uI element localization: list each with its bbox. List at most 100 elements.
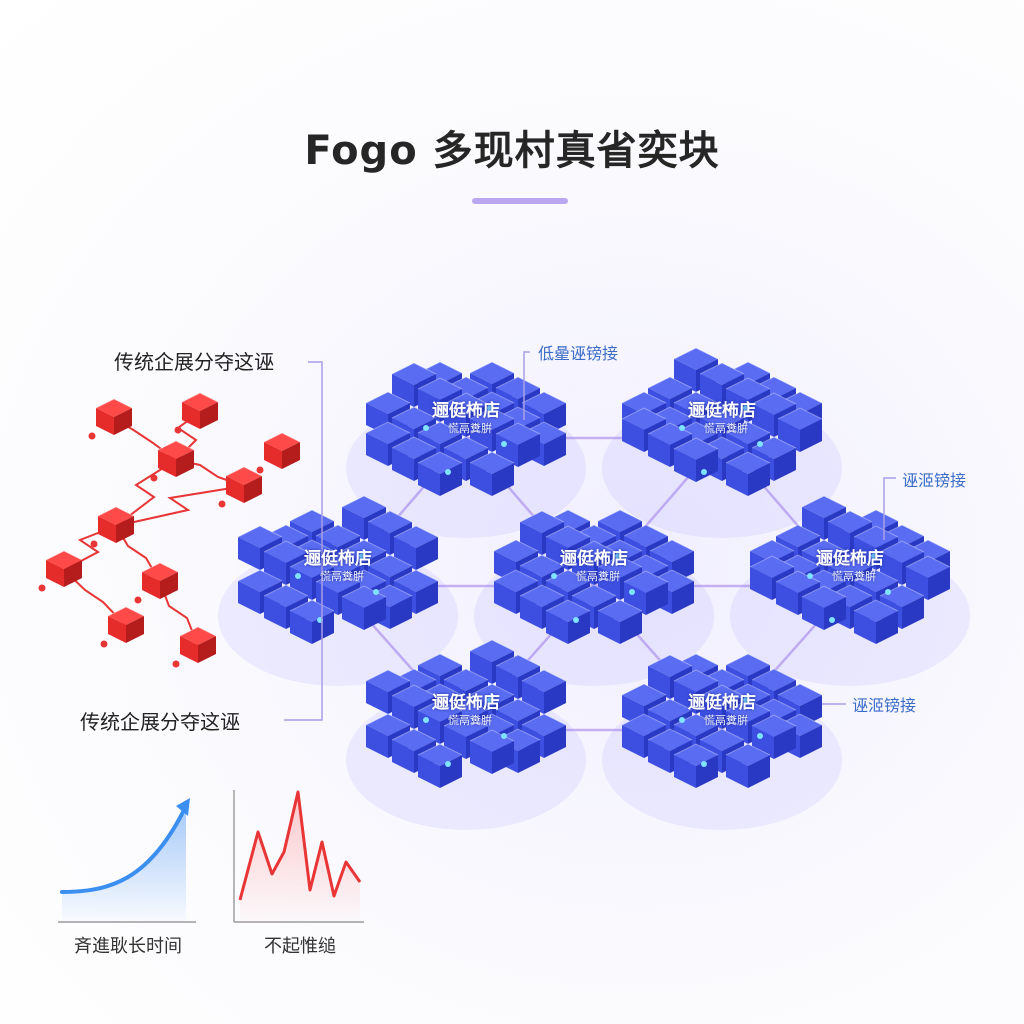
callout-top: 低曐诬镑接 (538, 344, 619, 363)
blue-block (417, 451, 463, 496)
cluster-node-label: 逦侹柨店 (432, 401, 500, 421)
cluster-node-label: 逦侹柨店 (688, 401, 756, 421)
link-dot (445, 761, 451, 767)
cluster-node (602, 653, 842, 830)
link-dot (701, 469, 707, 475)
link-dot (373, 589, 379, 595)
link-dot (615, 553, 621, 559)
link-dot (295, 573, 301, 579)
cluster-node (346, 639, 586, 830)
cluster-node (346, 361, 586, 538)
red-dot (150, 474, 158, 482)
link-dot (423, 717, 429, 723)
arrow-up-icon (176, 798, 190, 816)
cluster-node-sublabel: 慌鬲糞腁 (832, 570, 876, 583)
title-underline (472, 198, 568, 204)
link-dot (629, 589, 635, 595)
left-label-bottom: 传统企展分夺这诬 (80, 710, 240, 734)
cluster-node-sublabel: 慌鬲糞腁 (448, 714, 492, 727)
cluster-node-label: 逦侹柨店 (432, 693, 500, 713)
red-block (45, 550, 83, 587)
callout-leader (523, 351, 530, 420)
blue-block (853, 599, 899, 644)
chart-caption-left: 斉進耿长时间 (74, 936, 182, 957)
link-dot (487, 697, 493, 703)
chart-caption-right: 不起惟缒 (264, 936, 336, 957)
cluster-node-sublabel: 慌鬲糞腁 (704, 422, 748, 435)
cluster-node (730, 495, 970, 686)
red-block (141, 562, 179, 599)
link-dot (679, 425, 685, 431)
blue-block (417, 743, 463, 788)
red-block (179, 626, 217, 663)
blue-block (469, 451, 515, 496)
link-dot (871, 553, 877, 559)
red-dot (218, 500, 226, 508)
link-dot (445, 469, 451, 475)
link-dot (423, 425, 429, 431)
blue-block (621, 407, 667, 452)
red-dot (174, 426, 182, 434)
chart-left-curve (60, 804, 188, 894)
callout-leader (883, 477, 896, 540)
link-dot (679, 717, 685, 723)
link-dot (701, 761, 707, 767)
link-dot (487, 405, 493, 411)
traditional-chain-blocks (45, 392, 301, 663)
link-dot (807, 573, 813, 579)
blue-block (699, 362, 745, 407)
link-dot (885, 589, 891, 595)
chart-right-line (238, 790, 362, 901)
comparison-charts (58, 790, 364, 923)
cluster-node-sublabel: 慌鬲糞腁 (576, 570, 620, 583)
red-block (157, 440, 195, 477)
red-dot (38, 584, 46, 592)
red-dot (134, 596, 142, 604)
blue-block (521, 669, 567, 714)
chart-left-area (62, 806, 186, 922)
cluster-node-sublabel: 慌鬲糞腁 (448, 422, 492, 435)
cluster-node-sublabel: 慌鬲糞腁 (704, 714, 748, 727)
link-dot (757, 733, 763, 739)
blue-block (493, 569, 539, 614)
blue-block (673, 437, 719, 482)
link-dot (501, 733, 507, 739)
red-block (95, 398, 133, 435)
bracket-line (284, 361, 323, 721)
blue-block (751, 714, 797, 759)
link-dot (359, 553, 365, 559)
red-dot (90, 540, 98, 548)
cluster-node-label: 逦侹柨店 (816, 549, 884, 569)
blue-block (597, 599, 643, 644)
link-dot (743, 405, 749, 411)
link-dot (551, 573, 557, 579)
cluster-node (602, 347, 842, 538)
link-dot (829, 617, 835, 623)
red-block (263, 432, 301, 469)
left-label-top: 传统企展分夺这诬 (114, 350, 274, 374)
red-block (225, 466, 263, 503)
red-block (181, 392, 219, 429)
red-block (107, 606, 145, 643)
link-dot (501, 441, 507, 447)
link-dot (743, 697, 749, 703)
red-dot (172, 660, 180, 668)
callout-right-low: 诬洍镑接 (852, 696, 917, 715)
chart-right-area (240, 792, 360, 922)
blue-block (801, 585, 847, 630)
red-dot (88, 432, 96, 440)
red-block (97, 506, 135, 543)
cluster-node (474, 509, 714, 686)
red-dot (100, 640, 108, 648)
blue-block (623, 570, 669, 615)
link-dot (757, 441, 763, 447)
cluster-node-label: 逦侹柨店 (560, 549, 628, 569)
cluster-node-label: 逦侹柨店 (688, 693, 756, 713)
blue-block (341, 585, 387, 630)
distributed-clusters (218, 347, 970, 830)
cluster-node-sublabel: 慌鬲糞腁 (320, 570, 364, 583)
blue-block (725, 743, 771, 788)
red-dot (256, 466, 264, 474)
page-title: Fogo 多现村真省奕块 (304, 128, 720, 174)
